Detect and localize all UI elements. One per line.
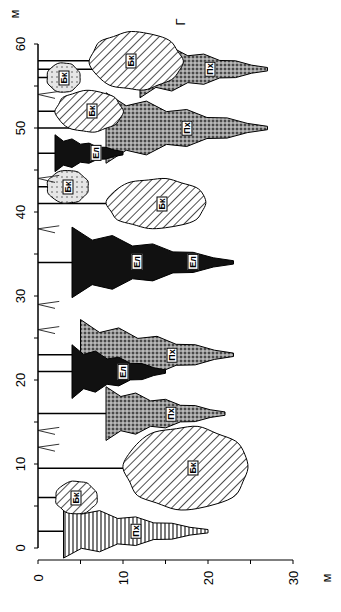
- tick: [34, 296, 38, 297]
- species-label: Пх: [181, 120, 192, 135]
- species-label: Пх: [130, 523, 141, 538]
- broadleaf-crown: [56, 481, 98, 514]
- species-label: Бк: [157, 196, 168, 211]
- tick: [34, 86, 38, 87]
- undergrowth: [38, 427, 59, 434]
- undergrowth: [38, 301, 59, 308]
- species-label: Бк: [87, 104, 98, 119]
- species-label: Ел: [90, 145, 101, 161]
- species-label: Ел: [118, 364, 129, 380]
- species-label: Пх: [167, 347, 178, 362]
- axis-label: 30: [287, 571, 300, 585]
- broadleaf-crown: [123, 426, 248, 510]
- tick: [208, 560, 209, 564]
- undergrowth: [38, 444, 59, 451]
- species-label: Бк: [58, 70, 69, 85]
- broadleaf-crown: [55, 90, 124, 132]
- axis-label: 50: [14, 121, 27, 135]
- undergrowth: [38, 175, 59, 182]
- tree: [38, 227, 234, 298]
- tick: [34, 44, 38, 45]
- tick: [34, 128, 38, 129]
- tick: [34, 380, 38, 381]
- tick: [34, 422, 38, 423]
- species-label: Ел: [131, 255, 142, 271]
- axis-label: 30: [14, 289, 27, 303]
- broadleaf-crown: [106, 178, 206, 228]
- tick: [34, 548, 38, 549]
- panel-letter: Г: [174, 18, 187, 25]
- undergrowth: [38, 327, 59, 334]
- species-label: Бк: [126, 53, 137, 68]
- tree: [38, 171, 88, 204]
- broadleaf-crown: [47, 171, 88, 204]
- axis-label: м: [320, 574, 333, 583]
- tree: [38, 63, 80, 92]
- tree: [38, 504, 208, 558]
- axis-label: 40: [14, 205, 27, 219]
- axis-label: 10: [14, 457, 27, 471]
- tick: [123, 560, 124, 564]
- undergrowth: [38, 91, 59, 98]
- tick: [80, 560, 81, 564]
- tick: [34, 254, 38, 255]
- tree: [38, 135, 123, 172]
- tree: [38, 345, 166, 399]
- conifer-crown: [55, 135, 123, 172]
- broadleaf-crown: [89, 31, 183, 90]
- tree: [38, 481, 97, 514]
- species-label: Бк: [188, 461, 199, 476]
- tree: [38, 90, 124, 132]
- tick: [34, 338, 38, 339]
- species-label: Бк: [62, 179, 73, 194]
- axis-label: 20: [202, 571, 215, 585]
- conifer-crown: [72, 227, 234, 298]
- tick: [165, 560, 166, 564]
- axis-label: 60: [14, 37, 27, 51]
- tick: [38, 560, 39, 564]
- undergrowth: [38, 226, 59, 233]
- conifer-crown: [106, 387, 225, 441]
- tick: [34, 506, 38, 507]
- conifer-crown: [72, 345, 166, 399]
- tree: [38, 31, 183, 90]
- species-label: Ел: [188, 255, 199, 271]
- species-label: Пх: [166, 406, 177, 421]
- tree: [38, 387, 225, 441]
- tick: [250, 560, 251, 564]
- axis-label: 0: [32, 574, 45, 581]
- axis-label: 0: [14, 544, 27, 551]
- species-label: Пх: [205, 61, 216, 76]
- species-label: Бк: [71, 490, 82, 505]
- tick: [34, 464, 38, 465]
- axis-label: 10: [117, 571, 130, 585]
- axis-label: м: [8, 10, 21, 19]
- tick: [293, 560, 294, 564]
- conifer-crown: [106, 93, 268, 164]
- axis-label: 20: [14, 373, 27, 387]
- tick: [34, 212, 38, 213]
- broadleaf-crown: [47, 63, 80, 92]
- tick: [34, 170, 38, 171]
